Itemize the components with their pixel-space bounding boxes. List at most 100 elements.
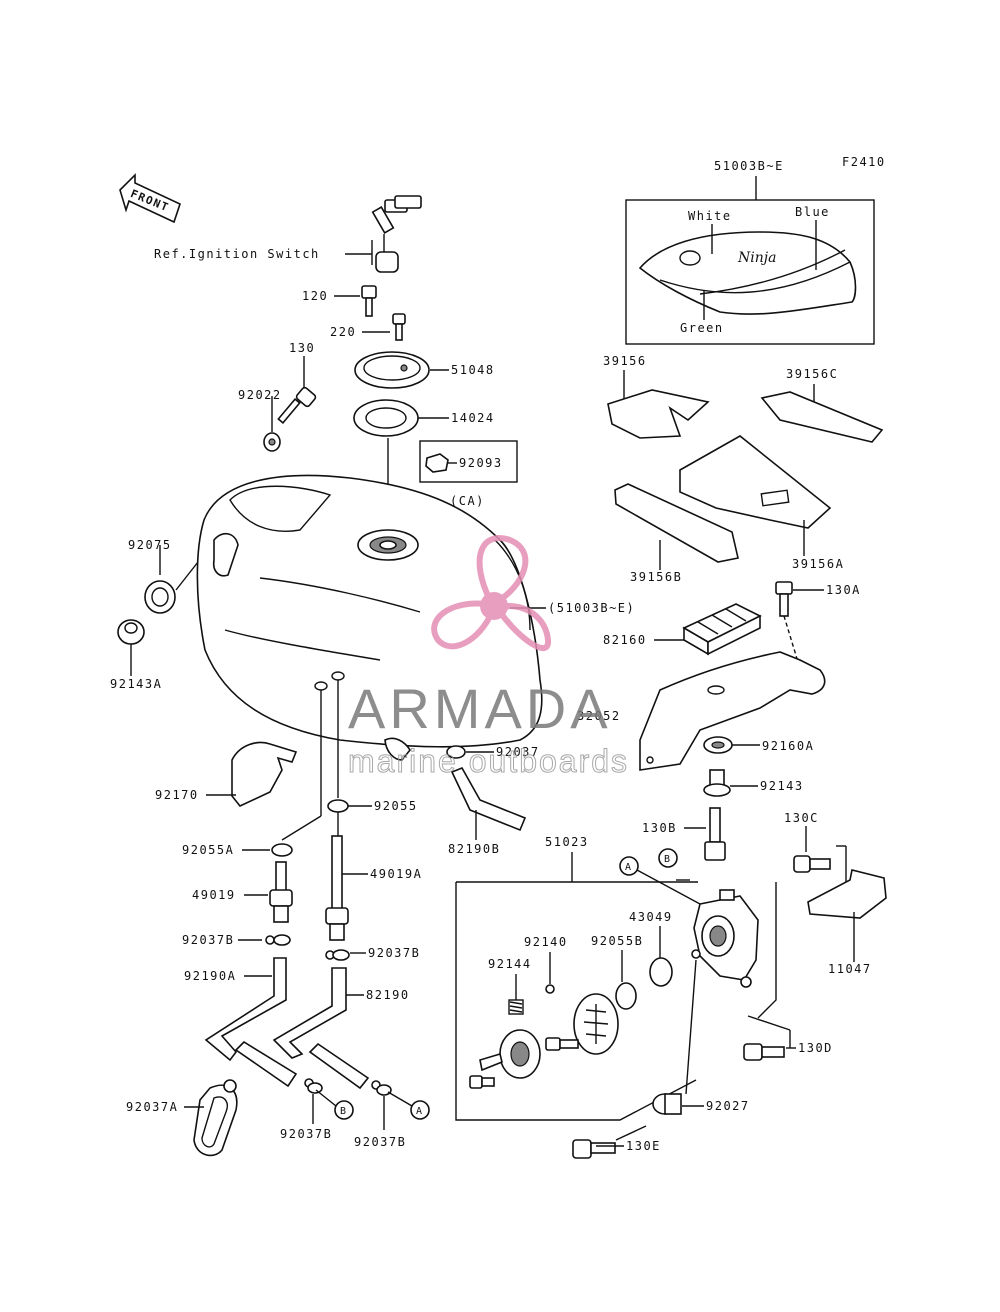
ca-box [419,440,518,483]
callout-a-bottom-text: A [416,1106,422,1117]
label-220: 220 [330,325,356,339]
oring-92055-icon [327,799,349,813]
callout-a-bottom [410,1100,430,1120]
label-51003-decal: 51003B~E [714,159,784,173]
pad-39156-icon [607,389,710,439]
clip-92037b-2-icon [325,949,350,961]
label-51023: 51023 [545,835,589,849]
label-130a: 130A [826,583,861,597]
label-130c: 130C [784,811,819,825]
grommet-92075-icon [144,580,176,614]
label-92055a: 92055A [182,843,234,857]
label-92055: 92055 [374,799,418,813]
label-92037b-4: 92037B [354,1135,406,1149]
label-92143: 92143 [760,779,804,793]
color-green: Green [680,321,724,335]
label-92027: 92027 [706,1099,750,1113]
grommet-92027-icon [652,1093,682,1115]
color-blue: Blue [795,205,830,219]
label-82160: 82160 [603,633,647,647]
bolt-130-icon [277,386,317,425]
tank-decal-icon: Ninja [638,231,857,315]
label-39156c: 39156C [786,367,838,381]
clamp-92037-icon [446,745,466,759]
label-92037: 92037 [496,745,540,759]
fuel-valve-body-icon [691,889,759,988]
label-39156a: 39156A [792,557,844,571]
callout-a-top-text: A [625,862,631,873]
label-92022: 92022 [238,388,282,402]
pad-39156a-icon [679,435,832,529]
clip-92037b-3-icon [304,1078,323,1094]
label-49019: 49019 [192,888,236,902]
label-130b: 130B [642,821,677,835]
callout-b-top [658,848,678,868]
label-92160a: 92160A [762,739,814,753]
hose-82190b-icon [450,766,527,832]
label-130d: 130D [798,1041,833,1055]
label-14024: 14024 [451,411,495,425]
label-39156b: 39156B [630,570,682,584]
collar-92143-icon [703,769,731,797]
oring-92055a-icon [271,843,293,857]
label-92170: 92170 [155,788,199,802]
label-ca: (CA) [450,494,485,508]
label-32052: 32052 [577,709,621,723]
callout-b-top-text: B [664,854,670,865]
label-92143a: 92143A [110,677,162,691]
label-49019a: 49019A [370,867,422,881]
cap-gasket-icon [353,399,419,437]
hose-92190a-icon [204,957,287,1062]
ref-ignition-note: Ref.Ignition Switch [154,247,320,261]
color-white: White [688,209,732,223]
bolt-130e-icon [572,1139,616,1159]
label-92037b-2: 92037B [368,946,420,960]
label-51003-ref: (51003B~E) [548,601,635,615]
propeller-logo-icon [431,535,551,652]
pipe-49019a-icon [325,835,349,941]
watermark-tagline: marine outboards [348,743,629,779]
valve-plate-icon [573,993,619,1055]
fuel-cap-icon [354,351,430,389]
diaphragm-43049-icon [649,957,673,987]
watermark-brand: ARMADA [348,677,612,740]
label-92037b-3: 92037B [280,1127,332,1141]
pad-39156c-icon [760,391,884,443]
bracket-32052-icon [639,651,826,771]
front-arrow-icon: FRONT [119,173,181,224]
figure-code: F2410 [842,155,886,169]
label-92144: 92144 [488,957,532,971]
screw-small-icon [469,1075,495,1089]
ignition-key-icon [371,195,422,273]
cover-92170-icon [231,741,298,807]
spring-92144-icon [508,999,524,1015]
clip-92037b-4-icon [371,1080,392,1096]
label-92093: 92093 [459,456,503,470]
clamp-92037a-icon [193,1079,238,1157]
ball-92140-icon [545,984,555,994]
label-130: 130 [289,341,315,355]
label-92075: 92075 [128,538,172,552]
label-39156: 39156 [603,354,647,368]
lever-knob-icon [479,1029,541,1079]
nut-92093-icon [425,453,449,473]
label-92037b-1: 92037B [182,933,234,947]
label-43049: 43049 [629,910,673,924]
label-82190: 82190 [366,988,410,1002]
damper-92143a-icon [117,619,145,645]
bolt-120-icon [361,285,377,317]
washer-92022-icon [263,432,281,452]
callout-a-top [619,856,639,876]
bolt-130b-icon [704,807,726,861]
bolt-130d-icon [743,1043,785,1061]
label-120: 120 [302,289,328,303]
hose-82190-icon [272,967,347,1059]
label-11047: 11047 [828,962,872,976]
label-92055b: 92055B [591,934,643,948]
screw-valve-icon [545,1037,579,1051]
bolt-220-icon [392,313,406,341]
decal-logo-text: Ninja [737,250,776,266]
label-92190a: 92190A [184,969,236,983]
